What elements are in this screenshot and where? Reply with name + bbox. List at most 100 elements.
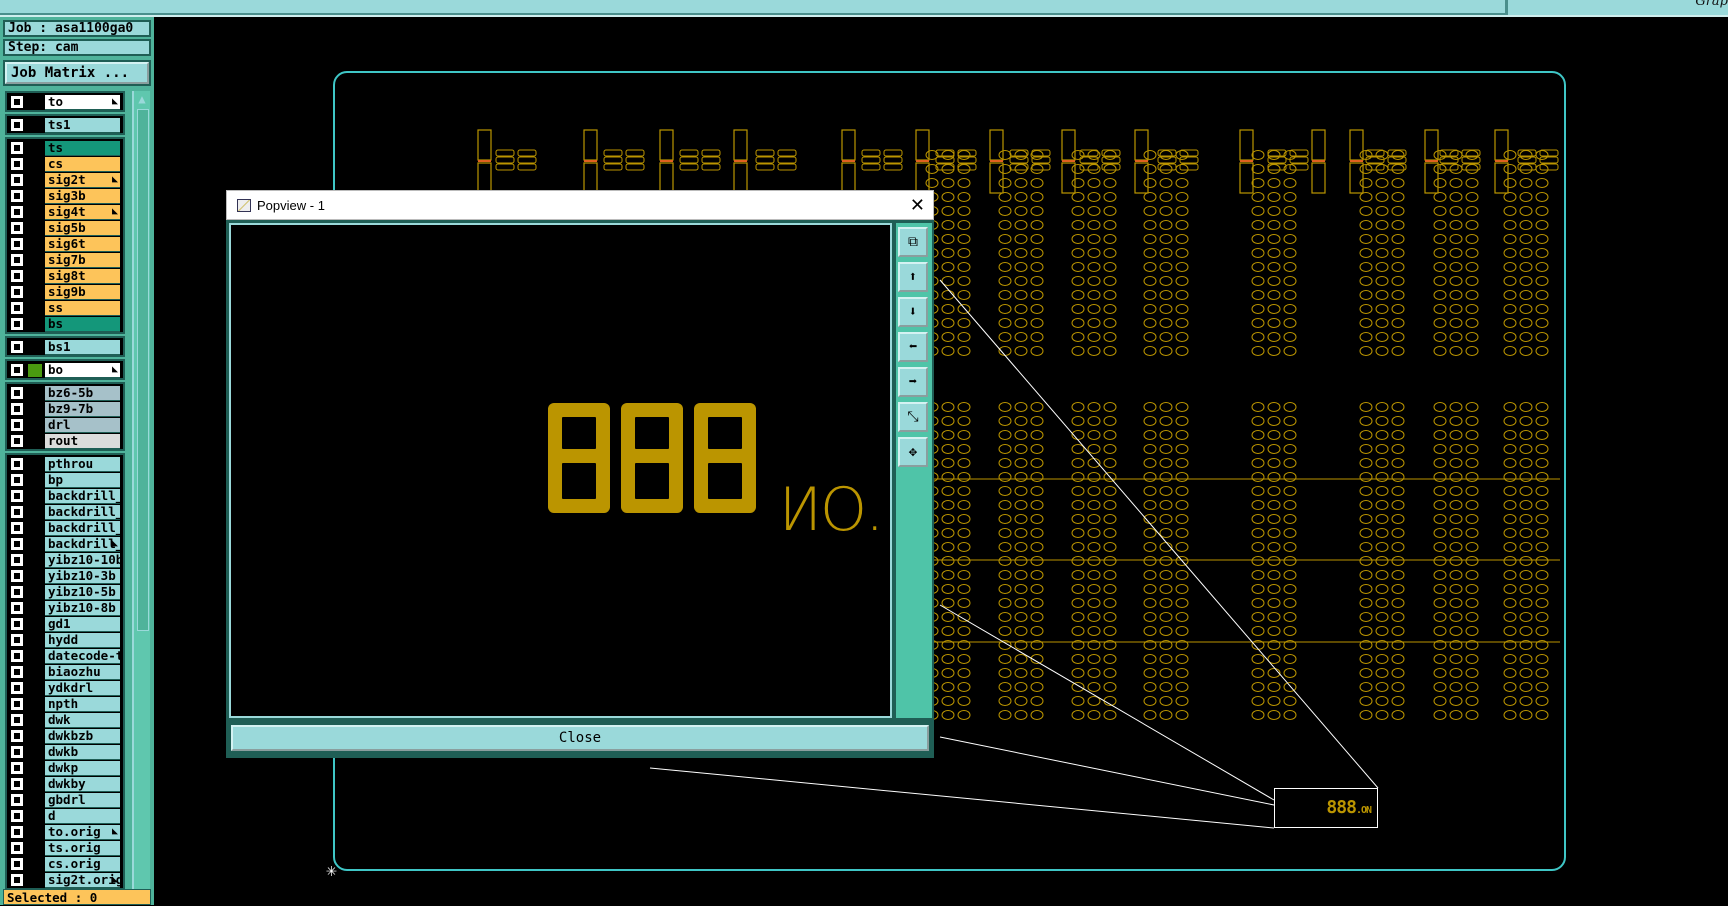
layer-row[interactable]: sig2t.orig◣ <box>8 872 122 888</box>
layer-checkbox[interactable] <box>11 826 23 838</box>
layer-row[interactable]: bz9-7b <box>8 401 122 417</box>
layer-name[interactable]: yibz10-10b <box>45 552 120 568</box>
layer-checkbox[interactable] <box>11 570 23 582</box>
layer-checkbox[interactable] <box>11 858 23 870</box>
layer-row[interactable]: sig4t◣ <box>8 204 122 220</box>
layer-name[interactable]: cs <box>45 156 120 172</box>
layer-row[interactable]: sig7b <box>8 252 122 268</box>
pan-right-tool-button[interactable]: ➡ <box>898 367 928 397</box>
layer-row[interactable]: backdrill_10 <box>8 504 122 520</box>
layer-checkbox[interactable] <box>11 419 23 431</box>
layer-row[interactable]: bo◣ <box>8 362 122 378</box>
layer-name[interactable]: backdrill_10 <box>45 520 120 536</box>
layer-name[interactable]: bp <box>45 472 120 488</box>
layer-context-arrow-icon[interactable]: ◣ <box>111 173 118 185</box>
layer-checkbox[interactable] <box>11 666 23 678</box>
layer-checkbox[interactable] <box>11 174 23 186</box>
layer-context-arrow-icon[interactable]: ◣ <box>111 363 118 375</box>
layer-name[interactable]: ts1 <box>45 117 120 133</box>
popview-canvas[interactable]: .ON <box>229 223 892 718</box>
layer-checkbox[interactable] <box>11 778 23 790</box>
layer-checkbox[interactable] <box>11 730 23 742</box>
layer-checkbox[interactable] <box>11 254 23 266</box>
layer-checkbox[interactable] <box>11 458 23 470</box>
layer-context-arrow-icon[interactable]: ◣ <box>111 537 118 549</box>
layer-checkbox[interactable] <box>11 403 23 415</box>
layer-checkbox[interactable] <box>11 96 23 108</box>
window-close-icon[interactable]: ✕ <box>909 195 925 215</box>
layer-name[interactable]: to◣ <box>45 94 120 110</box>
layer-checkbox[interactable] <box>11 364 23 376</box>
layer-row[interactable]: gbdrl <box>8 792 122 808</box>
layer-row[interactable]: sig3b <box>8 188 122 204</box>
layer-context-arrow-icon[interactable]: ◣ <box>111 95 118 107</box>
layer-name[interactable]: dwkp <box>45 760 120 776</box>
layer-checkbox[interactable] <box>11 810 23 822</box>
layer-name[interactable]: bz9-7b <box>45 401 120 417</box>
scroll-up-arrow-icon[interactable]: ▲ <box>138 92 146 106</box>
layer-row[interactable]: sig8t <box>8 268 122 284</box>
layer-checkbox[interactable] <box>11 474 23 486</box>
layer-checkbox[interactable] <box>11 874 23 886</box>
layer-row[interactable]: backdrill_◣ <box>8 536 122 552</box>
layer-context-arrow-icon[interactable]: ◣ <box>111 873 118 885</box>
layer-checkbox[interactable] <box>11 270 23 282</box>
layer-row[interactable]: bp <box>8 472 122 488</box>
layer-row[interactable]: rout <box>8 433 122 449</box>
layer-name[interactable]: dwkbzb <box>45 728 120 744</box>
layer-name[interactable]: sig7b <box>45 252 120 268</box>
layer-name[interactable]: backdrill_10 <box>45 504 120 520</box>
layer-row[interactable]: bs1 <box>8 339 122 355</box>
layer-name[interactable]: sig2t◣ <box>45 172 120 188</box>
layer-row[interactable]: sig9b <box>8 284 122 300</box>
layer-row[interactable]: dwkp <box>8 760 122 776</box>
layer-name[interactable]: ydkdrl <box>45 680 120 696</box>
layer-name[interactable]: ss <box>45 300 120 316</box>
layer-name[interactable]: sig9b <box>45 284 120 300</box>
layer-name[interactable]: sig2t.orig◣ <box>45 872 120 888</box>
pan-down-tool-button[interactable]: ⬇ <box>898 297 928 327</box>
zoom-back-tool-button[interactable]: ⧉ <box>898 227 928 257</box>
layer-name[interactable]: yibz10-3b <box>45 568 120 584</box>
layer-color-swatch[interactable] <box>28 363 42 377</box>
layer-name[interactable]: cs.orig <box>45 856 120 872</box>
layer-name[interactable]: sig8t <box>45 268 120 284</box>
layer-checkbox[interactable] <box>11 634 23 646</box>
layer-checkbox[interactable] <box>11 794 23 806</box>
layer-row[interactable]: bz6-5b <box>8 385 122 401</box>
layer-checkbox[interactable] <box>11 698 23 710</box>
layer-name[interactable]: pthrou <box>45 456 120 472</box>
layer-row[interactable]: backdrill_10 <box>8 520 122 536</box>
layer-checkbox[interactable] <box>11 522 23 534</box>
layer-checkbox[interactable] <box>11 714 23 726</box>
layer-checkbox[interactable] <box>11 602 23 614</box>
layer-name[interactable]: gbdrl <box>45 792 120 808</box>
layer-checkbox[interactable] <box>11 318 23 330</box>
layer-checkbox[interactable] <box>11 206 23 218</box>
layer-name[interactable]: d <box>45 808 120 824</box>
layer-row[interactable]: dwk <box>8 712 122 728</box>
layer-name[interactable]: biaozhu <box>45 664 120 680</box>
pan-up-tool-button[interactable]: ⬆ <box>898 262 928 292</box>
layer-checkbox[interactable] <box>11 650 23 662</box>
layer-row[interactable]: d <box>8 808 122 824</box>
layer-checkbox[interactable] <box>11 238 23 250</box>
layer-name[interactable]: backdrill_10 <box>45 488 120 504</box>
zoom-out-tool-button[interactable]: ✥ <box>898 437 928 467</box>
layer-name[interactable]: ts <box>45 140 120 156</box>
layer-row[interactable]: ydkdrl <box>8 680 122 696</box>
layer-checkbox[interactable] <box>11 142 23 154</box>
layer-row[interactable]: cs <box>8 156 122 172</box>
layer-row[interactable]: backdrill_10 <box>8 488 122 504</box>
layer-row[interactable]: cs.orig <box>8 856 122 872</box>
layer-checkbox[interactable] <box>11 762 23 774</box>
layer-name[interactable]: sig5b <box>45 220 120 236</box>
layer-row[interactable]: ts.orig <box>8 840 122 856</box>
layer-checkbox[interactable] <box>11 158 23 170</box>
layer-name[interactable]: bs1 <box>45 339 120 355</box>
layer-name[interactable]: drl <box>45 417 120 433</box>
layer-row[interactable]: dwkb <box>8 744 122 760</box>
layer-name[interactable]: yibz10-5b <box>45 584 120 600</box>
layer-checkbox[interactable] <box>11 538 23 550</box>
layer-row[interactable]: yibz10-3b <box>8 568 122 584</box>
